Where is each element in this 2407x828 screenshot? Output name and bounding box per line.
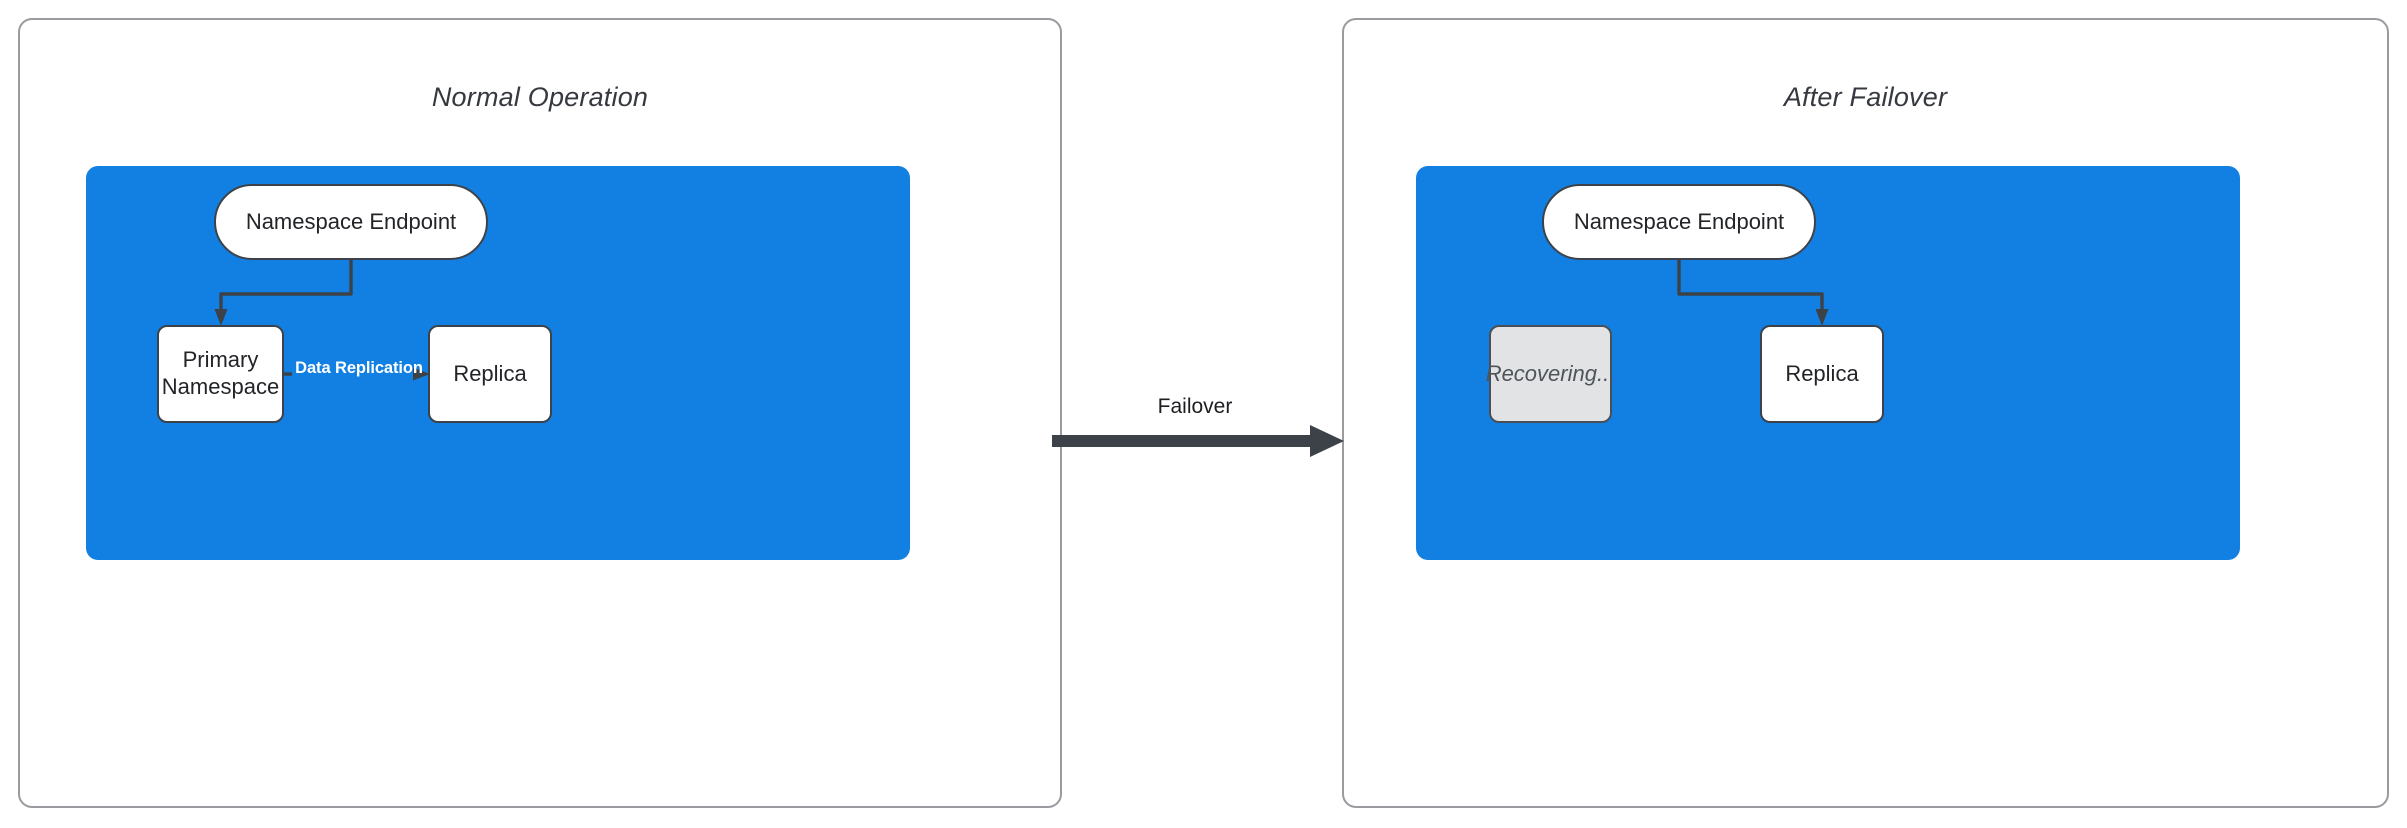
panel-normal-operation: Normal Operation Namespace Endpoint Prim… — [18, 18, 1062, 808]
blue-container-normal-operation: Namespace Endpoint Primary Namespace Rep… — [86, 166, 910, 560]
panel-title-after-failover: After Failover — [1783, 82, 1948, 112]
node-namespace-endpoint-left[interactable]: Namespace Endpoint — [214, 184, 488, 260]
blue-container-after-failover: Namespace Endpoint Recovering... Replica — [1416, 166, 2240, 560]
node-primary-namespace[interactable]: Primary Namespace — [157, 325, 284, 423]
node-replica-left[interactable]: Replica — [428, 325, 552, 423]
node-namespace-endpoint-right[interactable]: Namespace Endpoint — [1542, 184, 1816, 260]
panel-title-normal-operation: Normal Operation — [431, 82, 649, 112]
failover-transition: Failover — [1052, 395, 1352, 505]
failover-label: Failover — [1157, 395, 1233, 418]
failover-arrow-icon — [1052, 425, 1344, 457]
node-primary-line-2: Namespace — [161, 374, 280, 399]
node-replica-right[interactable]: Replica — [1760, 325, 1884, 423]
node-recovering[interactable]: Recovering... — [1486, 325, 1615, 423]
panel-after-failover: After Failover Namespace Endpoint Recove… — [1342, 18, 2389, 808]
node-primary-line-1: Primary — [182, 347, 259, 373]
edge-label-data-replication: Data Replication — [295, 359, 423, 377]
